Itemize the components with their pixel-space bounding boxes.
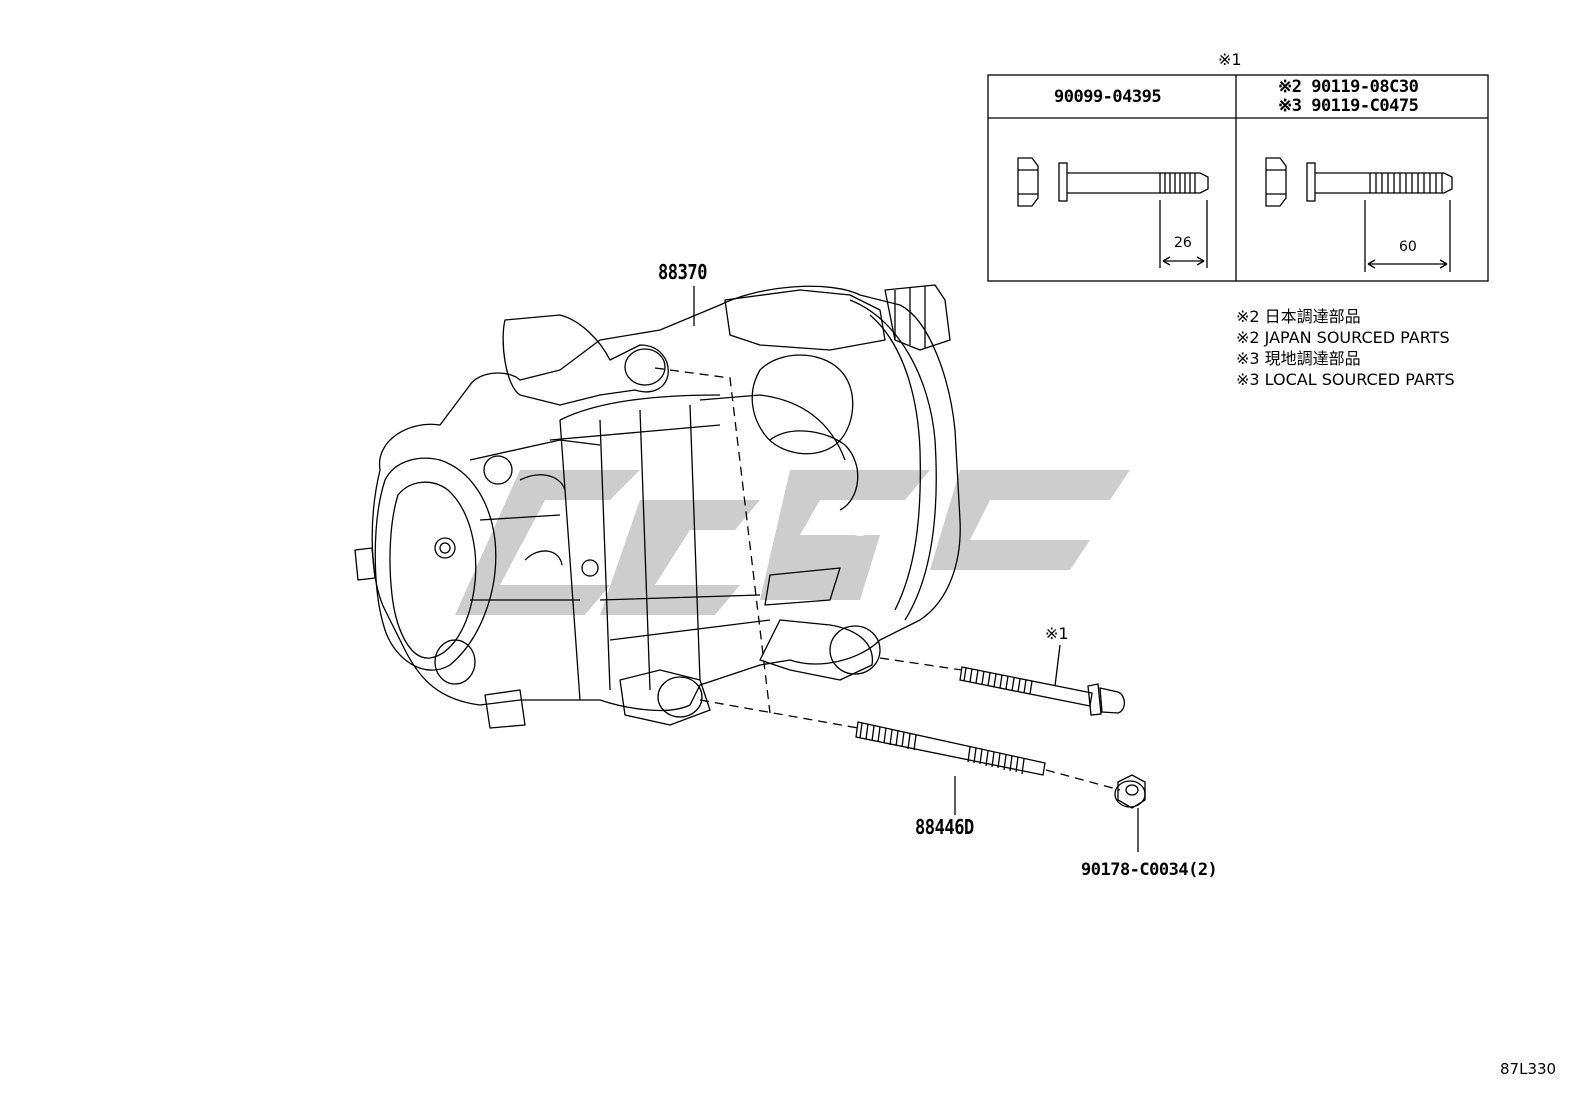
dim-26: 26: [1174, 235, 1192, 251]
note-line-2: ※2 JAPAN SOURCED PARTS: [1236, 328, 1450, 347]
note-line-1: ※2 日本調達部品: [1236, 307, 1361, 326]
stud-bolt-88446d: [855, 721, 1046, 776]
table-col2-header-line2: ※3 90119-C0475: [1278, 96, 1419, 116]
table-col2-header-line1: ※2 90119-08C30: [1278, 77, 1419, 97]
leader-lines: [693, 286, 1139, 852]
bolt-table: [987, 74, 1489, 282]
callout-88446d: 88446D: [915, 815, 974, 839]
compressor-assembly: [354, 284, 961, 729]
assembly-lines: [654, 367, 1121, 791]
dim-60: 60: [1399, 239, 1417, 255]
figure-code: 87L330: [1500, 1060, 1557, 1078]
watermark-logo: [455, 470, 1130, 615]
table-col1-header: 90099-04395: [1054, 87, 1162, 107]
bolt-90119: [1265, 157, 1453, 272]
callout-ref1: ※1: [1045, 624, 1069, 643]
bolt-ref1: [959, 666, 1126, 716]
bolt-90099-04395: [1017, 157, 1209, 268]
note-line-4: ※3 LOCAL SOURCED PARTS: [1236, 370, 1455, 389]
callout-88370: 88370: [658, 260, 708, 284]
table-caption: ※1: [1218, 50, 1242, 69]
note-line-3: ※3 現地調達部品: [1236, 349, 1361, 368]
callout-90178-c0034: 90178-C0034(2): [1081, 860, 1218, 880]
flange-nut: [1114, 774, 1146, 809]
